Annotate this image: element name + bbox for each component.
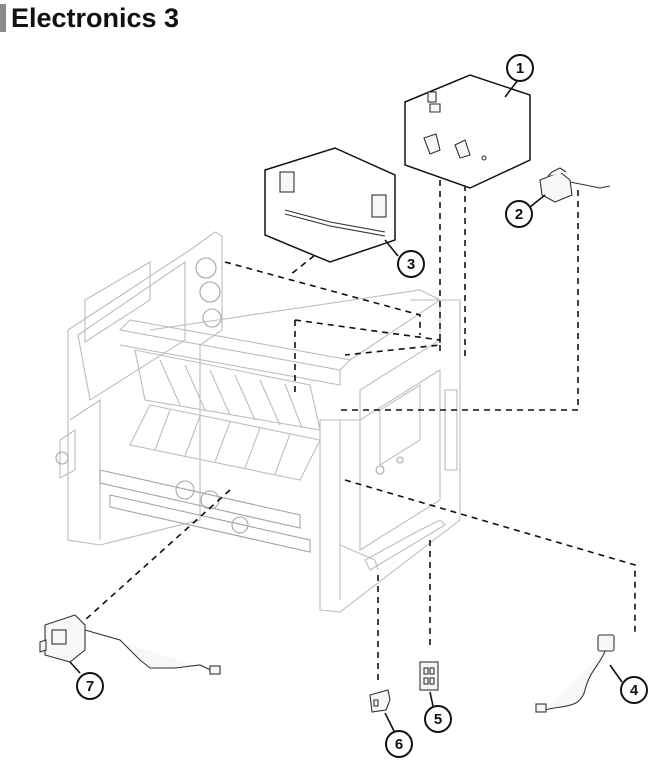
callout-2: 2 bbox=[505, 194, 546, 228]
leader-lines bbox=[84, 180, 636, 685]
callout-5-label: 5 bbox=[434, 711, 442, 728]
page-header: Electronics 3 bbox=[0, 0, 179, 36]
part-box-1 bbox=[404, 74, 531, 189]
callout-6-label: 6 bbox=[395, 736, 403, 753]
page-title: Electronics 3 bbox=[11, 2, 180, 33]
callout-4-label: 4 bbox=[630, 682, 639, 699]
part-4-cable bbox=[535, 634, 615, 713]
part-5-connector bbox=[419, 661, 439, 691]
printer-frame bbox=[55, 231, 461, 613]
part-6-bracket bbox=[369, 689, 391, 713]
part-7-assembly bbox=[39, 614, 221, 675]
part-box-3 bbox=[264, 147, 396, 263]
callout-3: 3 bbox=[384, 239, 425, 278]
callout-1-label: 1 bbox=[516, 60, 524, 77]
part-2-sensor bbox=[539, 167, 611, 203]
callout-4: 4 bbox=[609, 664, 648, 704]
callout-5: 5 bbox=[424, 691, 452, 733]
header-accent-bar bbox=[0, 4, 6, 32]
callout-2-label: 2 bbox=[515, 206, 523, 223]
callout-1: 1 bbox=[504, 54, 534, 98]
callout-6: 6 bbox=[384, 712, 413, 758]
callout-7-label: 7 bbox=[86, 678, 94, 695]
callout-3-label: 3 bbox=[407, 256, 415, 273]
callout-7: 7 bbox=[69, 661, 104, 700]
